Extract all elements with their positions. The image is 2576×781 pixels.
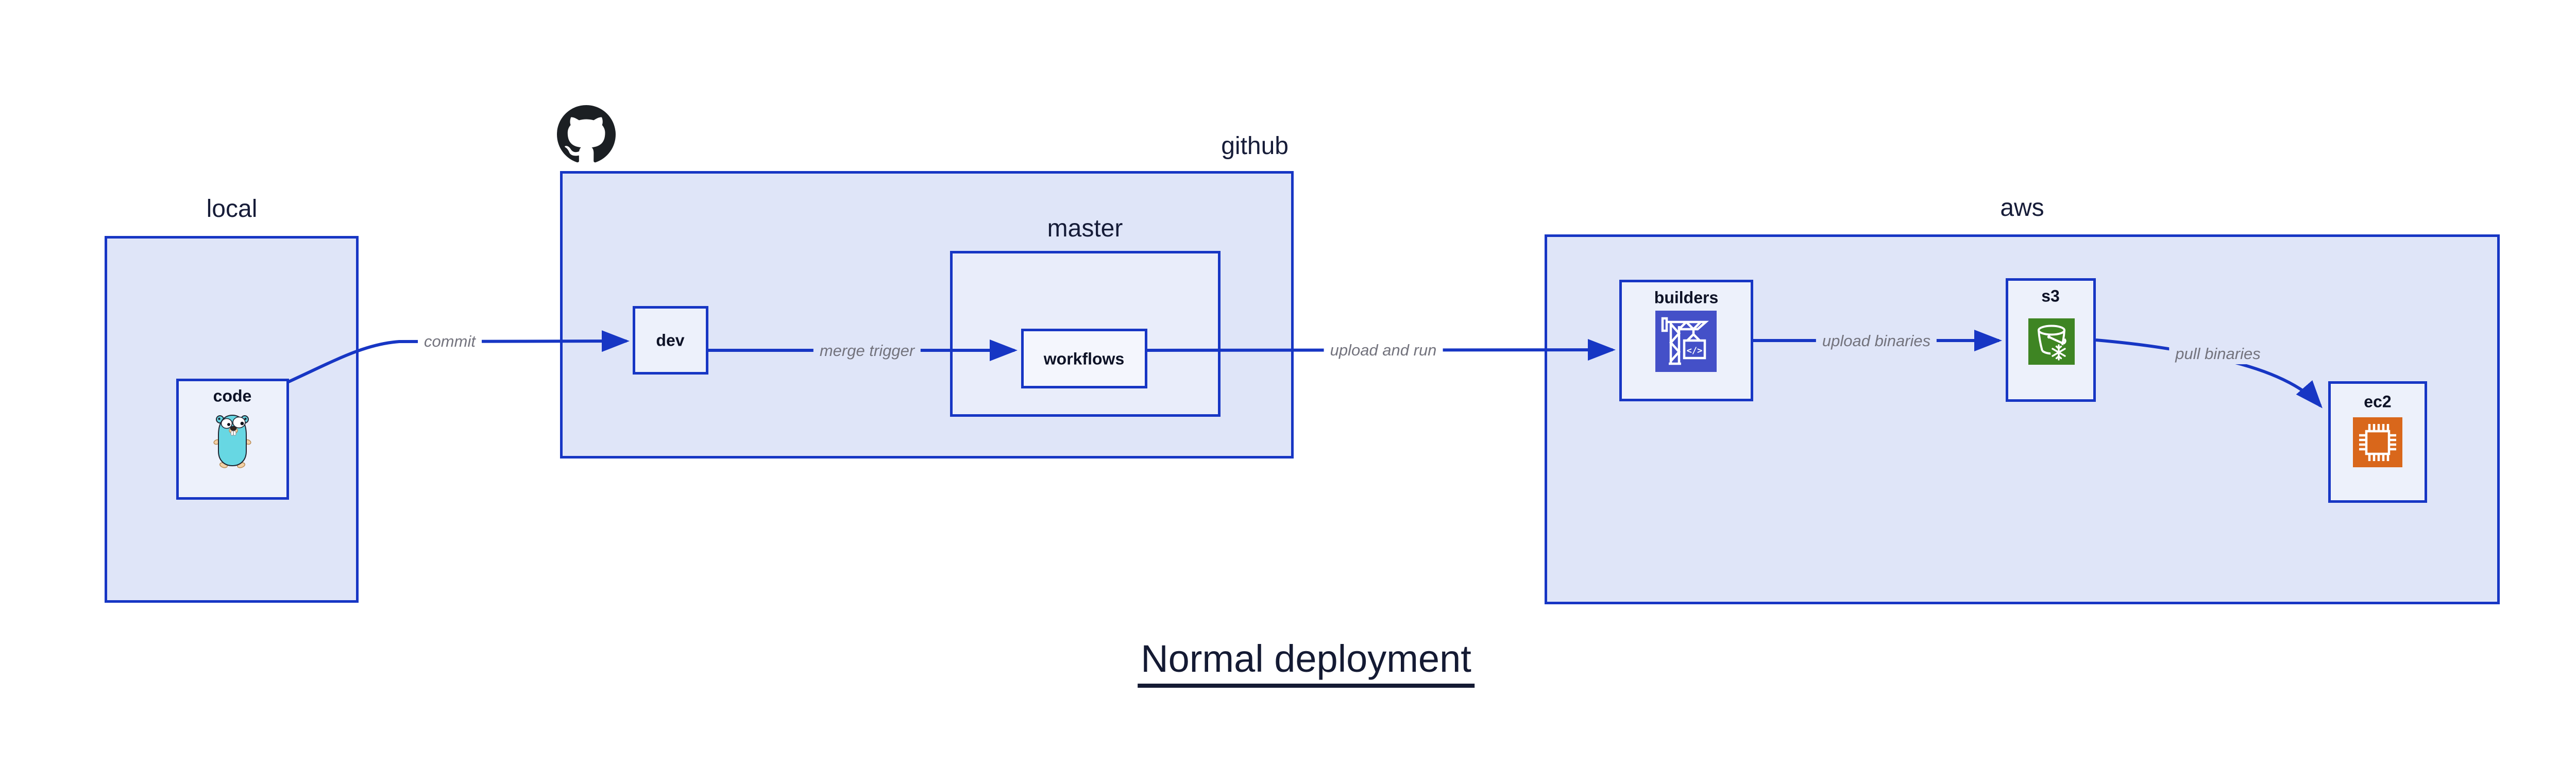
- s3-glacier-bucket-icon: [2028, 318, 2075, 365]
- codebuild-icon-code-glyph: </>: [1687, 346, 1703, 356]
- node-box-workflows: [1021, 329, 1147, 388]
- edge-label-commit: commit: [418, 331, 482, 352]
- node-label-code: code: [213, 386, 252, 405]
- group-label-master: master: [1047, 215, 1123, 242]
- node-label-builders: builders: [1654, 288, 1719, 307]
- edge-label-merge-trigger: merge trigger: [813, 341, 921, 361]
- diagram-title: Normal deployment: [1138, 637, 1475, 688]
- node-box-builders: [1619, 280, 1753, 401]
- edge-label-upload-and-run: upload and run: [1324, 340, 1443, 361]
- group-label-local: local: [206, 195, 258, 223]
- edge-label-pull-binaries: pull binaries: [2169, 344, 2267, 364]
- ec2-chip-icon: [2353, 417, 2402, 467]
- codebuild-crane-icon: </>: [1655, 311, 1717, 372]
- node-label-ec2: ec2: [2364, 392, 2392, 411]
- node-box-dev: [633, 306, 708, 375]
- edge-label-upload-binaries: upload binaries: [1816, 331, 1937, 351]
- node-label-workflows: workflows: [1043, 349, 1125, 368]
- group-label-github: github: [1221, 132, 1289, 160]
- github-octocat-icon: [557, 105, 616, 163]
- node-label-dev: dev: [656, 331, 685, 350]
- go-gopher-icon: [213, 414, 251, 468]
- group-label-aws: aws: [2000, 194, 2044, 222]
- node-label-s3: s3: [2041, 286, 2060, 305]
